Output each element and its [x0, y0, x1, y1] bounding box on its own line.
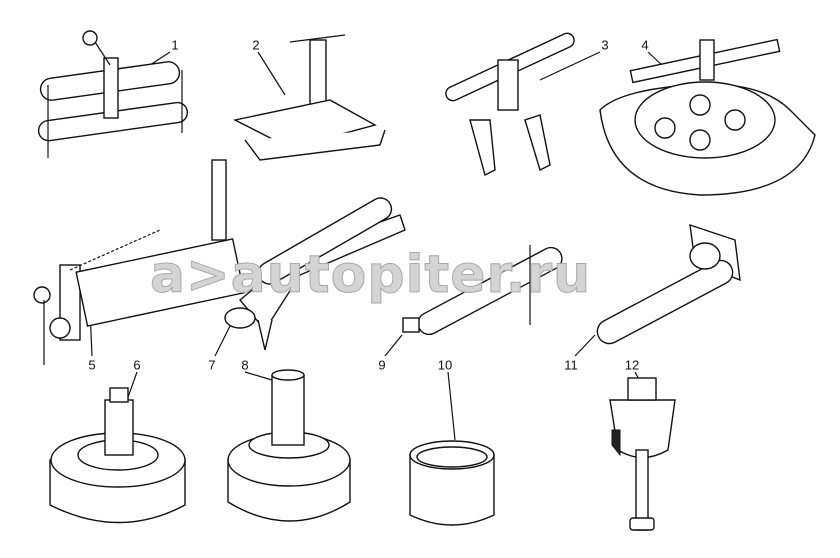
tool-2-puller	[232, 34, 386, 161]
tool-6-drift	[49, 387, 186, 524]
tool-5-press	[33, 159, 245, 365]
callout-8: 8	[241, 357, 249, 373]
watermark: a>autopiter.ru	[149, 245, 592, 306]
callout-2: 2	[252, 37, 260, 53]
callout-3: 3	[601, 37, 609, 53]
tool-12-tool	[609, 377, 676, 531]
tool-4-fixture	[599, 38, 816, 196]
callout-6: 6	[133, 357, 141, 373]
callout-4: 4	[641, 37, 649, 53]
callout-12: 12	[624, 357, 640, 373]
tool-7-press	[224, 197, 406, 351]
tool-11-mandrel	[596, 223, 741, 345]
tool-3-puller	[445, 32, 575, 177]
tool-8-drift	[227, 369, 351, 522]
callout-7: 7	[208, 357, 216, 373]
callout-11: 11	[564, 357, 578, 373]
callout-5: 5	[88, 357, 96, 373]
callout-10: 10	[437, 357, 453, 373]
tool-10-ring	[409, 440, 495, 526]
tool-1-puller	[37, 30, 189, 158]
callout-1: 1	[171, 37, 179, 53]
callout-9: 9	[378, 357, 386, 373]
leader-lines	[89, 51, 666, 441]
tool-9-mandrel	[402, 245, 563, 336]
